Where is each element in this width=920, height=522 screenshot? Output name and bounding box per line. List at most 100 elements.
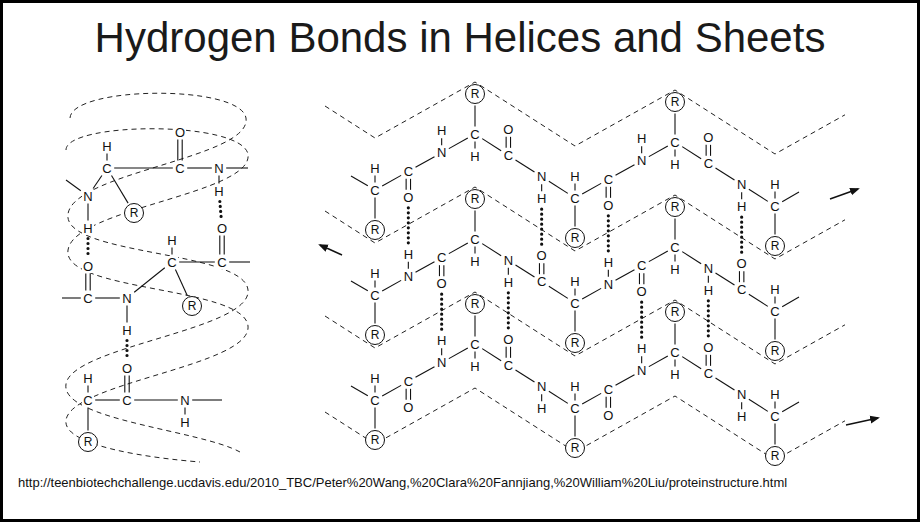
side-chain-circle: R [78,432,98,452]
atom-symbol: H [166,234,177,247]
atom-symbol: O [702,131,714,144]
single-bond [716,273,735,285]
single-bond [382,385,401,396]
atom-symbol: C [636,259,647,272]
atom-symbol: O [602,409,614,422]
atom-symbol: H [469,150,480,163]
atom-symbol: C [503,149,514,162]
hydrogen-bond [125,341,128,358]
double-bond-line [129,376,130,393]
atom-symbol: O [502,123,514,136]
single-bond [374,176,375,183]
side-chain-label: R [771,240,780,252]
side-chain-label: R [571,232,580,244]
single-bond [508,268,509,275]
double-bond-line [85,274,86,291]
single-bond [649,146,668,157]
hydrogen-bond [86,239,89,256]
double-bond-line [610,397,611,408]
hydrogen-bond [507,293,510,329]
side-chain-circle: R [124,203,144,223]
double-bond-line [706,145,707,156]
strand-direction-arrow [320,245,342,255]
atom-symbol: O [702,341,714,354]
single-bond [482,244,501,256]
atom-symbol: C [469,233,480,246]
double-bond-line [406,179,407,190]
hydrogen-bond [607,216,610,252]
atom-symbol: O [436,277,448,290]
single-bond [674,150,675,157]
double-bond-line [177,140,178,161]
double-bond-line [90,274,91,291]
single-bond [106,154,107,161]
single-bond [416,262,435,273]
atom-symbol: O [402,191,414,204]
hydrogen-bond [220,201,221,217]
single-bond [218,176,219,184]
side-chain-circle: R [182,296,202,316]
side-chain-label: R [471,193,480,205]
single-bond [549,391,568,403]
single-bond [774,192,775,199]
atom-symbol: C [703,367,714,380]
single-bond [474,106,475,127]
side-chain-circle: R [565,438,585,458]
single-bond [616,375,635,386]
double-bond-line [410,179,411,190]
atom-symbol: C [603,173,614,186]
single-bond [449,243,468,254]
atom-symbol: C [101,162,112,175]
single-bond [516,160,535,172]
single-bond [649,356,668,367]
single-bond [114,167,173,168]
atom-symbol: H [469,255,480,268]
side-chain-label: R [471,88,480,100]
atom-symbol: C [603,383,614,396]
single-bond [774,402,775,409]
side-chain-circle: R [365,220,385,240]
atom-symbol: O [502,333,514,346]
bonds [62,106,878,445]
atom-symbol: H [369,267,380,280]
side-chain-circle: R [665,302,685,322]
single-bond [749,399,768,411]
atom-symbol: H [82,372,93,385]
double-bond-line [610,187,611,198]
single-bond [229,261,250,262]
single-bond [516,265,535,277]
single-bond [171,248,172,255]
atom-symbol: H [736,200,747,213]
double-bond-line [606,397,607,408]
single-bond [374,303,375,324]
single-bond [682,252,701,264]
single-bond [674,219,675,240]
double-bond-line [710,145,711,156]
atom-symbol: C [469,338,480,351]
single-bond [541,184,542,191]
single-bond [374,198,375,219]
single-bond [87,386,88,393]
atom-symbol: C [769,200,780,213]
atom-symbol: O [174,126,186,139]
atom-symbol: H [436,124,447,137]
side-chain-label: R [188,300,197,312]
atom-symbol: N [536,170,547,183]
single-bond [474,316,475,337]
single-bond [782,297,799,307]
single-bond [351,281,368,291]
strand-direction-arrow [830,189,858,199]
double-bond-line [224,236,225,255]
single-bond [774,297,775,304]
atom-symbol: H [769,388,780,401]
helix-ribbon-edge [66,129,248,462]
atom-symbol: H [569,275,580,288]
atom-symbol: H [403,248,414,261]
double-bond-line [643,273,644,284]
strand-direction-arrow [846,418,878,425]
side-chain-circle: R [365,430,385,450]
atom-symbol: H [669,158,680,171]
atom-symbol: C [736,283,747,296]
